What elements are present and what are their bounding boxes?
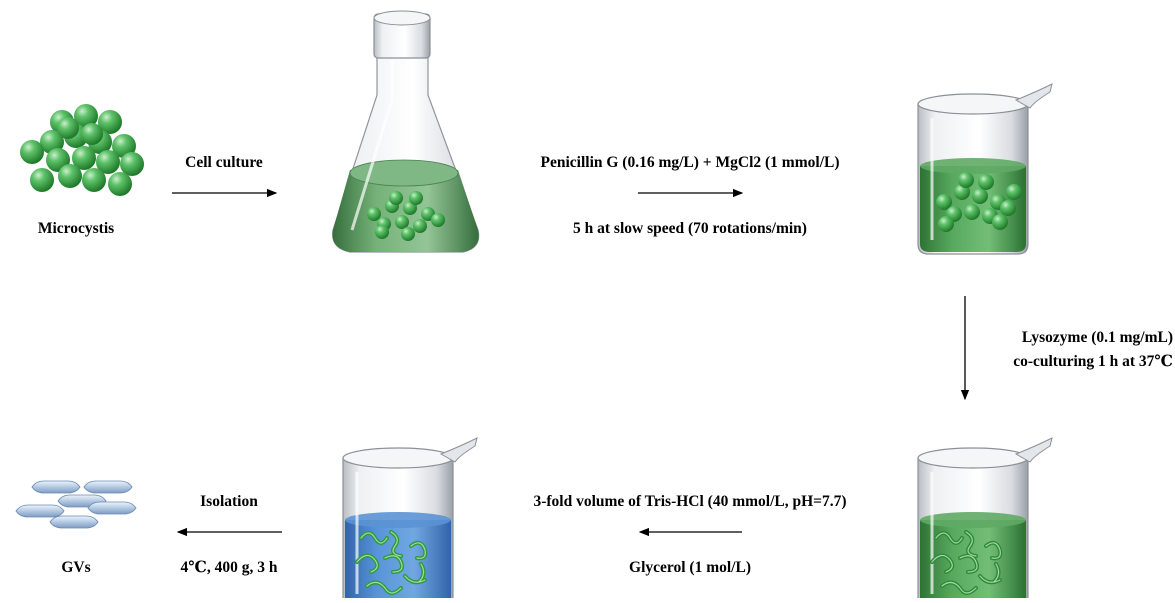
cell-icon bbox=[98, 110, 122, 134]
lysozyme-label: Lysozyme (0.1 mg/mL) bbox=[1021, 329, 1173, 346]
cell-icon bbox=[72, 146, 96, 170]
vesicle-icon bbox=[87, 501, 137, 515]
cell-icon bbox=[108, 172, 132, 196]
slow-speed-label: 5 h at slow speed (70 rotations/min) bbox=[573, 220, 807, 237]
penicillin-label: Penicillin G (0.16 mg/L) + MgCl2 (1 mmol… bbox=[540, 154, 840, 171]
microcystis-cells-icon bbox=[20, 104, 144, 196]
gas-vesicle-icon bbox=[15, 480, 137, 529]
centrifuge-label: 4℃, 400 g, 3 h bbox=[180, 559, 278, 576]
cell-icon bbox=[58, 164, 82, 188]
tris-label: 3-fold volume of Tris-HCl (40 mmol/L, pH… bbox=[533, 493, 847, 510]
gvs-label: GVs bbox=[61, 559, 91, 576]
cell-icon bbox=[389, 191, 403, 205]
cell-icon bbox=[20, 140, 44, 164]
vesicle-icon bbox=[83, 480, 133, 494]
vesicle-icon bbox=[49, 515, 99, 529]
cell-icon bbox=[82, 168, 106, 192]
cell-icon bbox=[938, 216, 954, 232]
cell-icon bbox=[1006, 184, 1022, 200]
cell-icon bbox=[367, 207, 381, 221]
cell-icon bbox=[30, 168, 54, 192]
coculture-label: co-culturing 1 h at 37℃ bbox=[1013, 353, 1173, 370]
cell-icon bbox=[401, 227, 415, 241]
cell-icon bbox=[936, 194, 952, 210]
cell-icon bbox=[57, 117, 79, 139]
cell-icon bbox=[1000, 200, 1016, 216]
beaker-icon bbox=[917, 83, 1053, 255]
cell-icon bbox=[413, 219, 427, 233]
erlenmeyer-flask-icon bbox=[332, 10, 480, 253]
cell-icon bbox=[431, 213, 445, 227]
cell-icon bbox=[992, 214, 1008, 230]
cell-icon bbox=[395, 215, 409, 229]
glycerol-label: Glycerol (1 mol/L) bbox=[629, 559, 751, 576]
beaker-icon bbox=[342, 437, 478, 603]
cell-icon bbox=[120, 152, 144, 176]
cell-icon bbox=[375, 225, 389, 239]
cell-icon bbox=[112, 134, 136, 158]
cell-icon bbox=[978, 174, 994, 190]
vesicle-icon bbox=[31, 480, 81, 494]
cell-icon bbox=[958, 172, 974, 188]
cell-icon bbox=[972, 188, 988, 204]
cell-icon bbox=[409, 191, 423, 205]
cell-icon bbox=[74, 104, 98, 128]
beaker-icon bbox=[917, 437, 1053, 603]
cell-culture-label: Cell culture bbox=[185, 154, 263, 171]
vesicle-icon bbox=[15, 504, 65, 518]
cell-icon bbox=[964, 204, 980, 220]
cell-icon bbox=[96, 150, 120, 174]
isolation-label: Isolation bbox=[200, 493, 258, 510]
microcystis-label: Microcystis bbox=[37, 220, 115, 237]
cell-icon bbox=[81, 123, 103, 145]
